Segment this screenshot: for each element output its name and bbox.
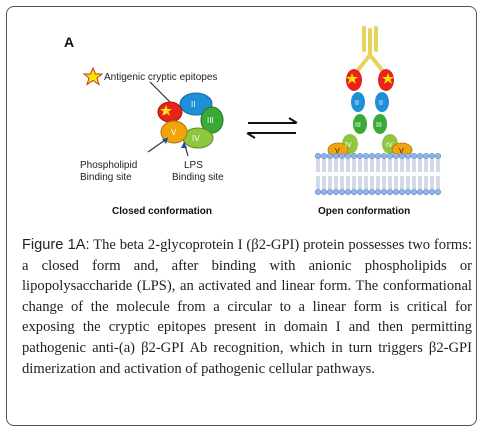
lipid-head [416,188,424,196]
antibody-icon [356,26,384,72]
membrane-bilayer [314,152,442,196]
svg-text:IV: IV [345,142,352,149]
closed-label-II: II [191,100,195,109]
lipid-head [422,188,430,196]
lipid-head [332,152,340,160]
closed-label-V: V [171,128,177,137]
lipid-head [434,188,442,196]
closed-domain-I [157,101,183,123]
lipid-head [398,152,406,160]
lipid-head [344,188,352,196]
lipid-head [350,152,358,160]
closed-domain-III [200,106,224,134]
closed-conformation-label: Closed conformation [112,206,213,217]
lipid-head [392,152,400,160]
phospholipid-label-line1: Phospholipid [80,160,138,171]
lipid-head [362,188,370,196]
lipid-head [362,152,370,160]
lipid-head [410,152,418,160]
lipid-head [368,188,376,196]
closed-conformation-molecule: I II III IV V [82,66,224,157]
open-right-domain-II [375,92,389,112]
svg-text:V: V [335,148,340,155]
lipid-head [320,152,328,160]
svg-text:IV: IV [386,142,393,149]
closed-epitope-star [160,105,172,116]
lipid-head [422,152,430,160]
antigenic-epitopes-label: Antigenic cryptic epitopes [104,72,218,83]
lipid-head [314,152,322,160]
lipid-head [326,152,334,160]
lps-arrowhead [181,142,187,148]
svg-text:III: III [376,122,382,129]
lipid-head [416,152,424,160]
caption-label: Figure 1A: [22,237,90,253]
closed-label-IV: IV [192,134,200,143]
panel-letter: A [64,34,75,50]
lipid-head [356,152,364,160]
open-left-domain-II [351,92,365,112]
open-right-domain-III [373,114,387,134]
lipid-head [326,188,334,196]
lipid-head [380,152,388,160]
svg-text:V: V [399,148,404,155]
figure-frame [6,6,477,426]
lipid-head [338,152,346,160]
svg-text:III: III [355,122,361,129]
phospholipid-arrowhead [162,138,168,144]
open-left-epitope-star [346,73,358,84]
open-conformation-label: Open conformation [318,206,411,217]
open-conformation-molecule: II II III III IV IV V V [327,26,413,158]
lipid-head [434,152,442,160]
closed-label-I: I [164,108,166,117]
phospholipid-label-line2: Binding site [80,172,132,183]
lipid-head [374,152,382,160]
lipid-head [404,152,412,160]
closed-domain-V [160,120,188,144]
lps-label-line1: LPS [184,160,203,171]
lipid-head [380,188,388,196]
lipid-head [338,188,346,196]
caption-text: The beta 2-glycoprotein I (β2-GPI) prote… [22,237,473,377]
closed-domain-II [179,92,213,116]
lipid-head [386,152,394,160]
equilibrium-arrows [246,117,298,139]
svg-text:II: II [355,100,359,107]
lipid-head [314,188,322,196]
lipid-head [410,188,418,196]
lipid-head [386,188,394,196]
closed-label-III: III [207,116,214,125]
lipid-head [344,152,352,160]
lipid-head [404,188,412,196]
figure-caption: Figure 1A: The beta 2-glycoprotein I (β2… [22,235,472,379]
lipid-head [320,188,328,196]
lipid-head [332,188,340,196]
lipid-head [374,188,382,196]
lipid-head [350,188,358,196]
open-left-domain-III [353,114,367,134]
svg-text:II: II [379,100,383,107]
lipid-head [428,152,436,160]
open-right-epitope-star [382,73,394,84]
lipid-head [428,188,436,196]
lipid-head [356,188,364,196]
epitope-star-icon [82,66,104,86]
lipid-head [398,188,406,196]
lipid-head [392,188,400,196]
lps-label-line2: Binding site [172,172,224,183]
lipid-head [368,152,376,160]
